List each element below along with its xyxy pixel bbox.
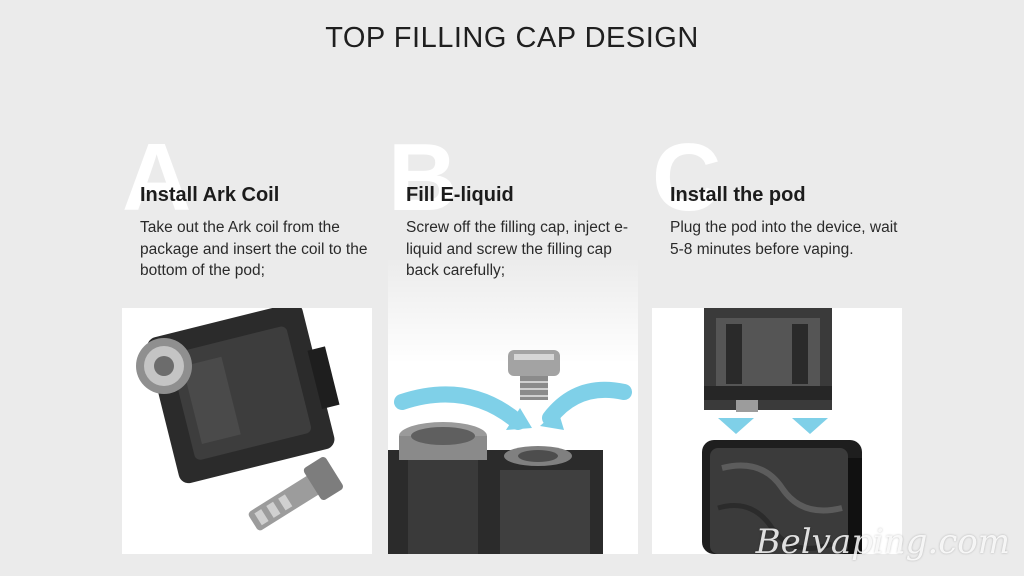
pod-into-device-illustration (652, 308, 902, 554)
step-letter: B (388, 124, 457, 231)
step-b: B Fill E-liquid Screw off the filling ca… (388, 130, 638, 554)
step-letter: A (122, 124, 191, 231)
watermark: Belvaping.com (755, 522, 1010, 562)
step-description: Screw off the filling cap, inject e-liqu… (406, 219, 628, 279)
step-description: Take out the Ark coil from the package a… (140, 219, 368, 279)
step-description: Plug the pod into the device, wait 5-8 m… (670, 219, 898, 258)
step-title: Install Ark Coil (140, 184, 280, 206)
step-title: Install the pod (670, 184, 806, 206)
filling-cap-illustration (388, 130, 638, 554)
page-title: TOP FILLING CAP DESIGN (325, 22, 699, 54)
step-c: C Install the pod Plug the pod into the … (652, 130, 902, 554)
step-title: Fill E-liquid (406, 184, 514, 206)
step-letter: C (652, 124, 721, 231)
step-a: A Install Ark Coil Take out the Ark coil… (122, 130, 372, 554)
pod-with-coil-illustration (122, 308, 372, 554)
